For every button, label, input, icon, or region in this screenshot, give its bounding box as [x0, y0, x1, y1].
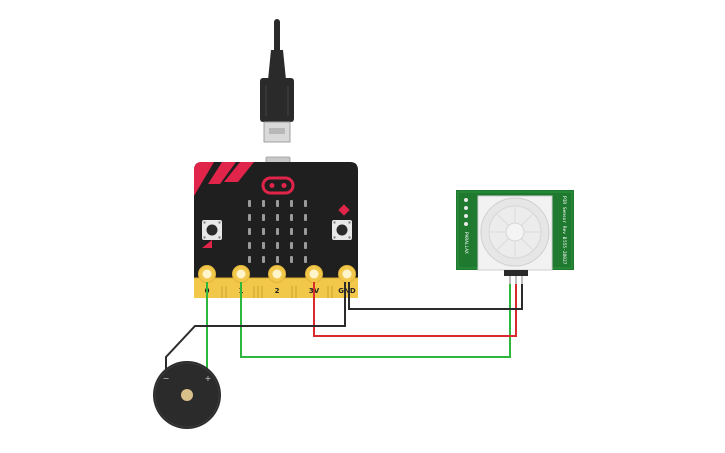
button-a[interactable]: [202, 220, 222, 240]
edge-connector: [194, 277, 358, 298]
pin-3v[interactable]: [305, 265, 323, 283]
led-matrix: [248, 200, 307, 263]
pin-2[interactable]: [268, 265, 286, 283]
pir-label-parallax: PARALLAX: [463, 232, 469, 254]
usb-cable: [260, 19, 294, 143]
pin-0[interactable]: [198, 265, 216, 283]
pin-1[interactable]: [232, 265, 250, 283]
pir-label-part: 555-28027: [561, 240, 567, 265]
pir-sensor: PARALLAX PIR Sensor Rev B 555-28027: [456, 190, 574, 284]
pin-gnd[interactable]: [338, 265, 356, 283]
wire-black-gnd-buzzer[interactable]: [165, 282, 346, 374]
pin-2-label: 2: [275, 287, 280, 295]
wire-black-gnd-pir[interactable]: [348, 282, 523, 310]
pir-label-model: PIR Sensor Rev B: [561, 196, 567, 240]
pin-gnd-label: GND: [338, 287, 356, 295]
corner-indicator-icon: [338, 204, 350, 216]
wire-green-pin1-pir[interactable]: [240, 282, 511, 358]
button-b[interactable]: [332, 220, 352, 240]
piezo-buzzer: − +: [153, 361, 221, 429]
corner-indicator-icon: [202, 240, 212, 248]
buzzer-plus-label: +: [205, 374, 212, 383]
buzzer-minus-label: −: [163, 374, 170, 383]
